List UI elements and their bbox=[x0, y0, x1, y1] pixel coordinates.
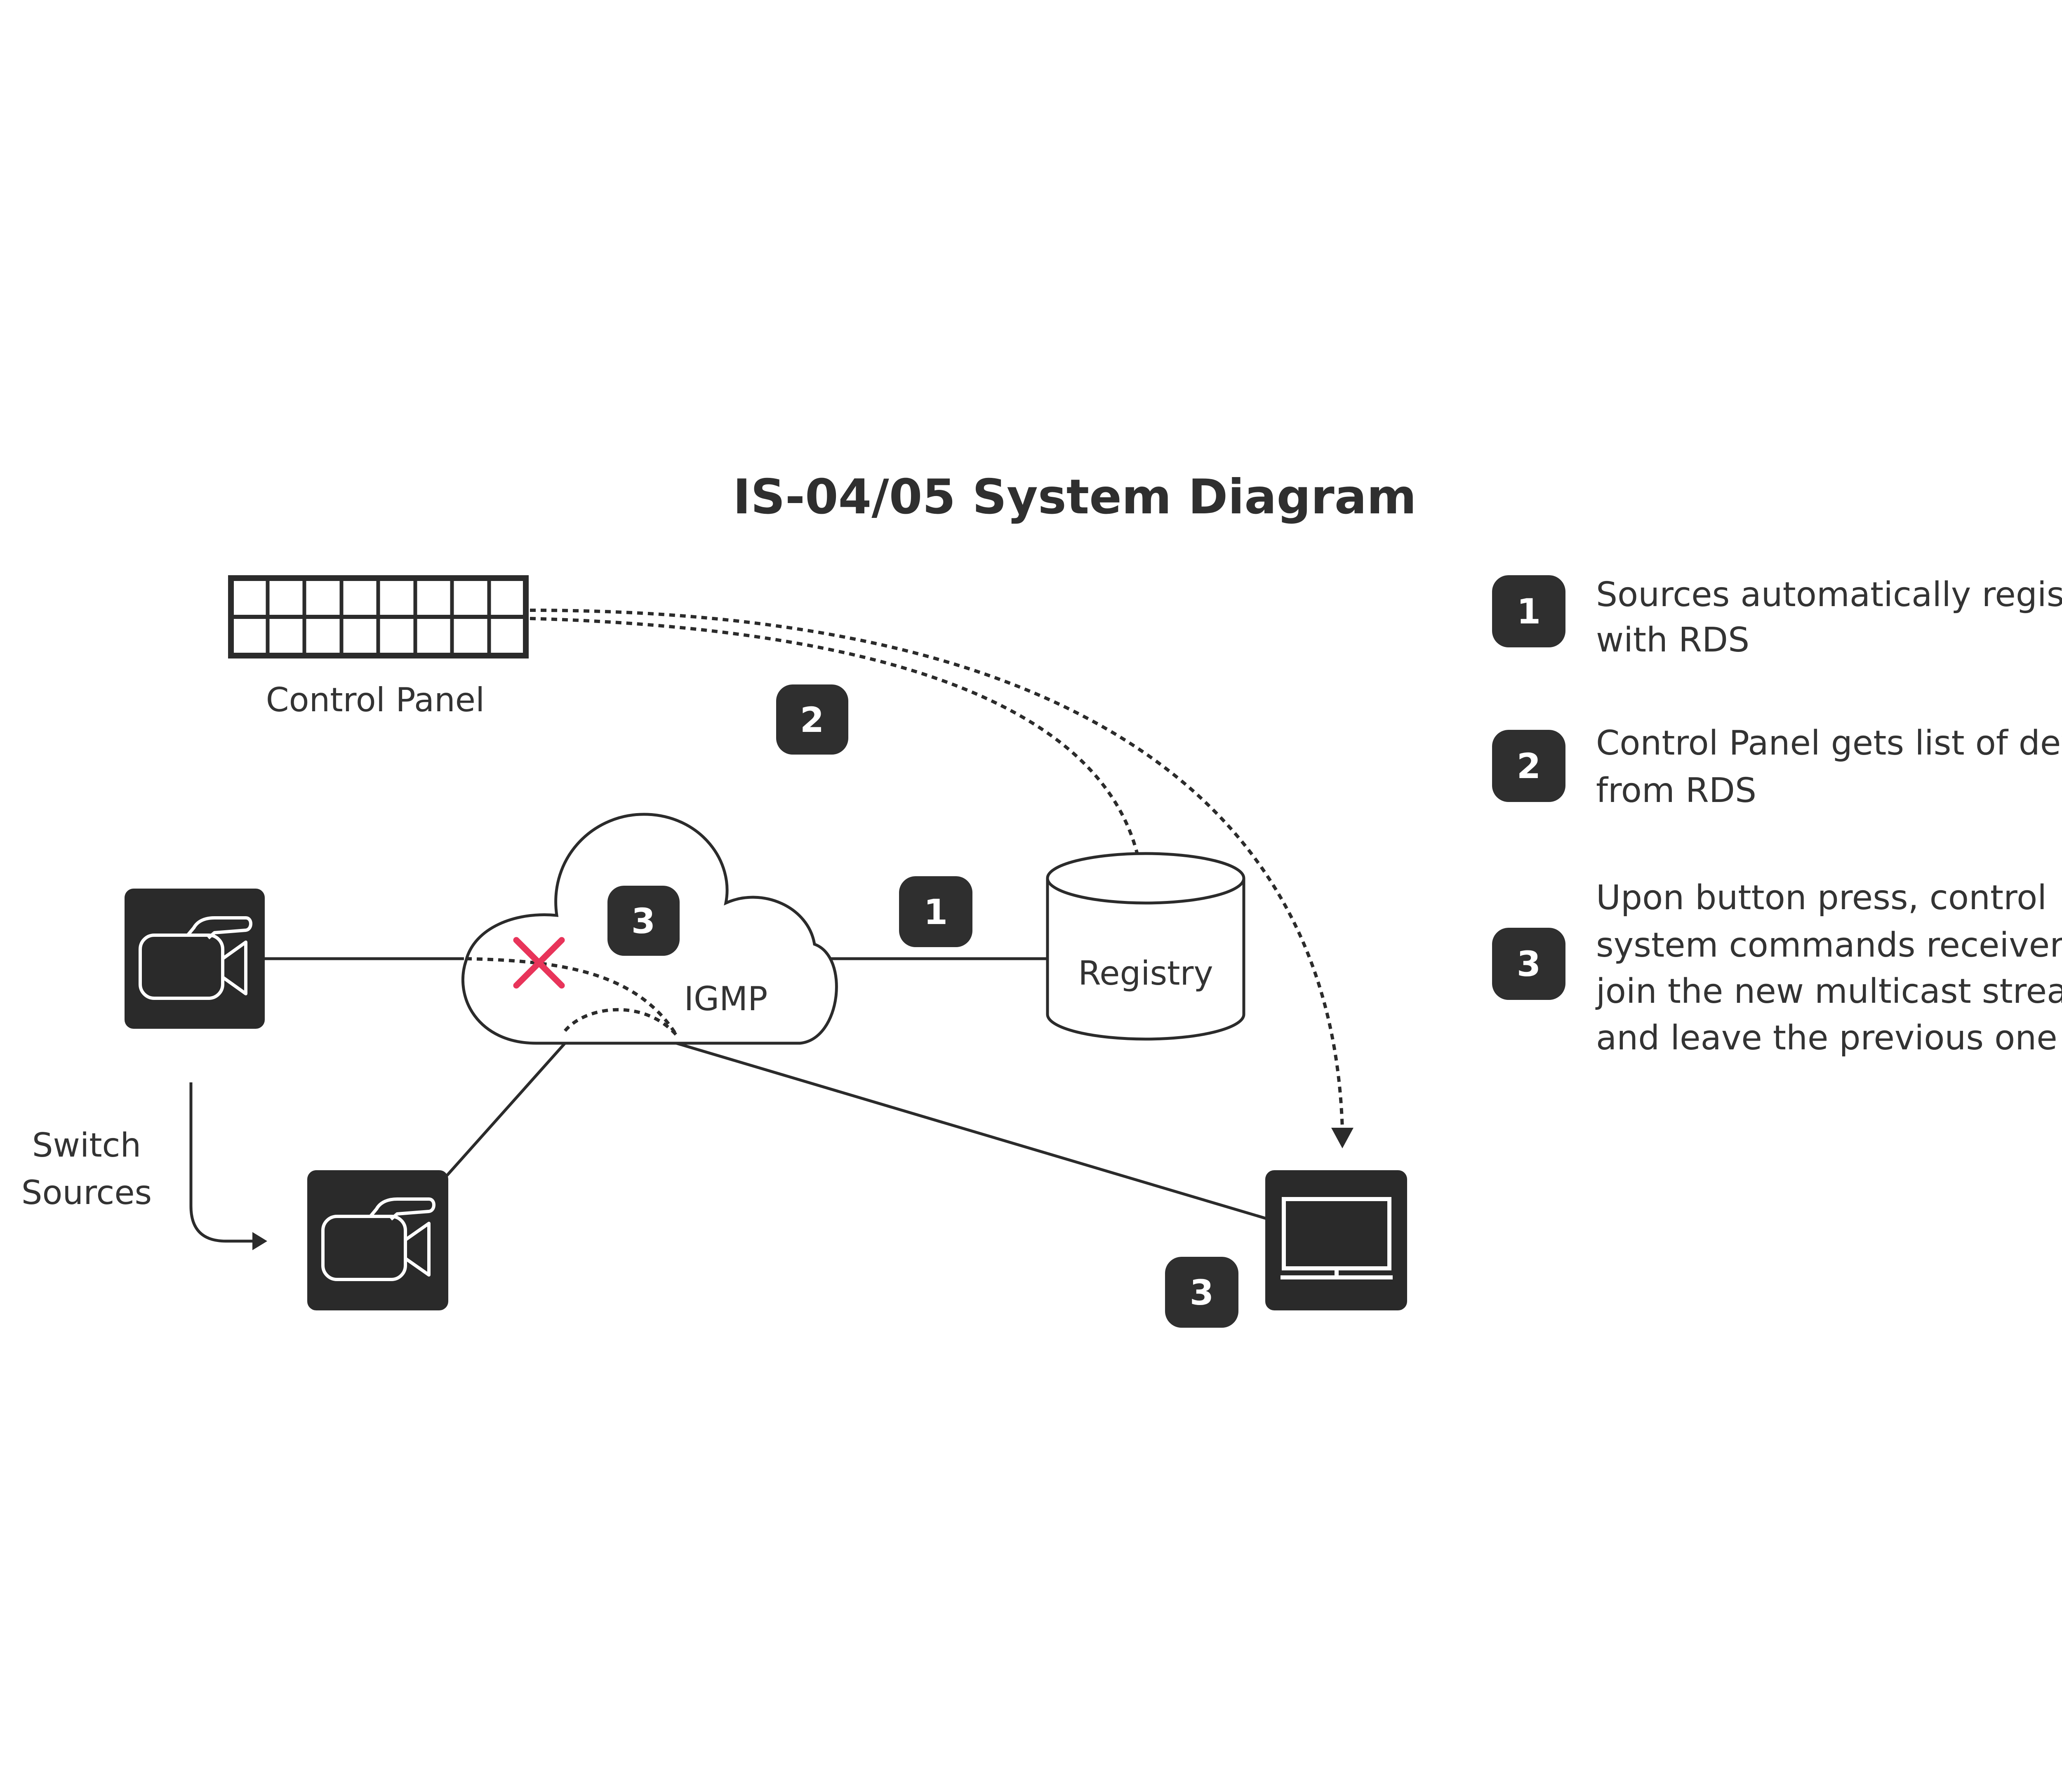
dotted-link-panel-registry bbox=[530, 617, 1144, 883]
control-panel-icon bbox=[228, 575, 529, 658]
link-cloud-receiver bbox=[676, 1042, 1266, 1220]
registry-label: Registry bbox=[1078, 954, 1213, 992]
badge-step-1: 1 bbox=[899, 876, 972, 947]
legend-item-1-line-1: Sources automatically register bbox=[1596, 575, 2062, 614]
legend-item-2-number: 2 bbox=[1517, 746, 1541, 786]
dotted-link-panel-receiver bbox=[530, 609, 1344, 1130]
control-panel-label: Control Panel bbox=[266, 681, 485, 719]
video-camera-icon bbox=[321, 1197, 435, 1281]
badge-step-1-number: 1 bbox=[924, 892, 948, 932]
legend-item-3-line-1: Upon button press, control bbox=[1596, 878, 2047, 917]
legend-item-3: 3 Upon button press, control system comm… bbox=[1492, 878, 2062, 1058]
badge-step-3-receiver: 3 bbox=[1165, 1257, 1238, 1328]
legend-item-1-number: 1 bbox=[1517, 591, 1541, 632]
badge-step-3-cloud: 3 bbox=[607, 886, 680, 956]
switch-sources-label-line2: Sources bbox=[21, 1174, 152, 1212]
legend-item-3-number: 3 bbox=[1517, 944, 1541, 984]
registry-database bbox=[1046, 852, 1245, 1041]
source-device-1 bbox=[125, 889, 265, 1029]
badge-step-3-receiver-number: 3 bbox=[1190, 1272, 1214, 1313]
receiver-device bbox=[1265, 1170, 1407, 1310]
dotted-join-path bbox=[563, 1008, 678, 1036]
x-mark-icon bbox=[513, 937, 565, 989]
badge-step-3-cloud-number: 3 bbox=[631, 901, 655, 941]
legend-item-1-line-2: with RDS bbox=[1596, 621, 1749, 660]
video-camera-icon bbox=[139, 916, 252, 1000]
link-source2-cloud bbox=[444, 1042, 566, 1178]
legend-item-3-line-2: system commands receiver to bbox=[1596, 926, 2062, 965]
monitor-icon bbox=[1281, 1197, 1393, 1279]
legend-item-2: 2 Control Panel gets list of devices fro… bbox=[1492, 724, 2062, 810]
legend-item-1: 1 Sources automatically register with RD… bbox=[1492, 575, 2062, 660]
badge-step-2-number: 2 bbox=[800, 700, 824, 740]
igmp-label: IGMP bbox=[684, 980, 768, 1018]
legend-item-3-line-3: join the new multicast stream bbox=[1595, 972, 2062, 1011]
switch-sources-arrowhead bbox=[252, 1232, 267, 1250]
source-device-2 bbox=[307, 1170, 448, 1310]
legend-item-2-line-1: Control Panel gets list of devices bbox=[1596, 724, 2062, 763]
switch-sources-arrow bbox=[189, 1082, 252, 1243]
legend-item-2-line-2: from RDS bbox=[1596, 771, 1756, 810]
legend: 1 Sources automatically register with RD… bbox=[1492, 575, 2062, 1058]
switch-sources-label-line1: Switch bbox=[32, 1126, 141, 1164]
legend-item-3-line-4: and leave the previous one bbox=[1596, 1018, 2057, 1058]
badge-step-2: 2 bbox=[776, 684, 848, 755]
dotted-leave-path bbox=[466, 957, 678, 1036]
arrowhead-receiver bbox=[1331, 1128, 1353, 1148]
page-title: IS-04/05 System Diagram bbox=[733, 469, 1417, 525]
